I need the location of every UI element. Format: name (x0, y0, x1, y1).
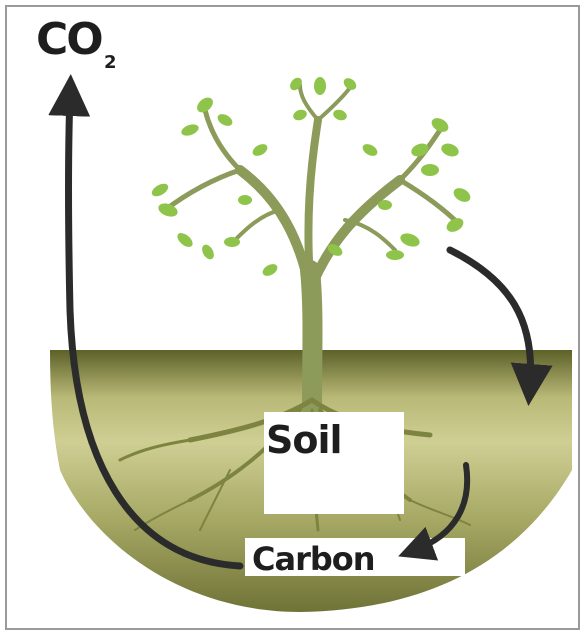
soil-label: Soil (266, 418, 342, 462)
co2-subscript: 2 (104, 52, 117, 73)
carbon-label: Carbon (252, 540, 375, 578)
co2-label: CO (36, 14, 102, 65)
